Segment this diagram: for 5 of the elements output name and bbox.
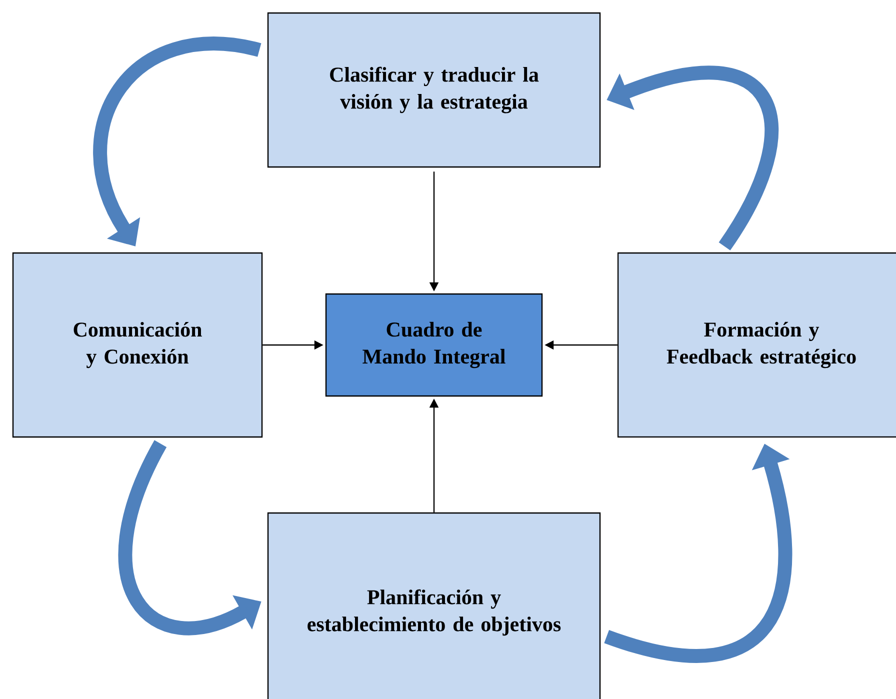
process-box: Comunicación y Conexión bbox=[12, 252, 263, 438]
process-box: Cuadro de Mando Integral bbox=[325, 293, 543, 397]
process-box: Clasificar y traducir la visión y la estrategia bbox=[267, 12, 601, 168]
process-box: Formación y Feedback estratégico bbox=[617, 252, 896, 438]
process-box: Planificación y establecimiento de objetivos bbox=[267, 512, 601, 699]
